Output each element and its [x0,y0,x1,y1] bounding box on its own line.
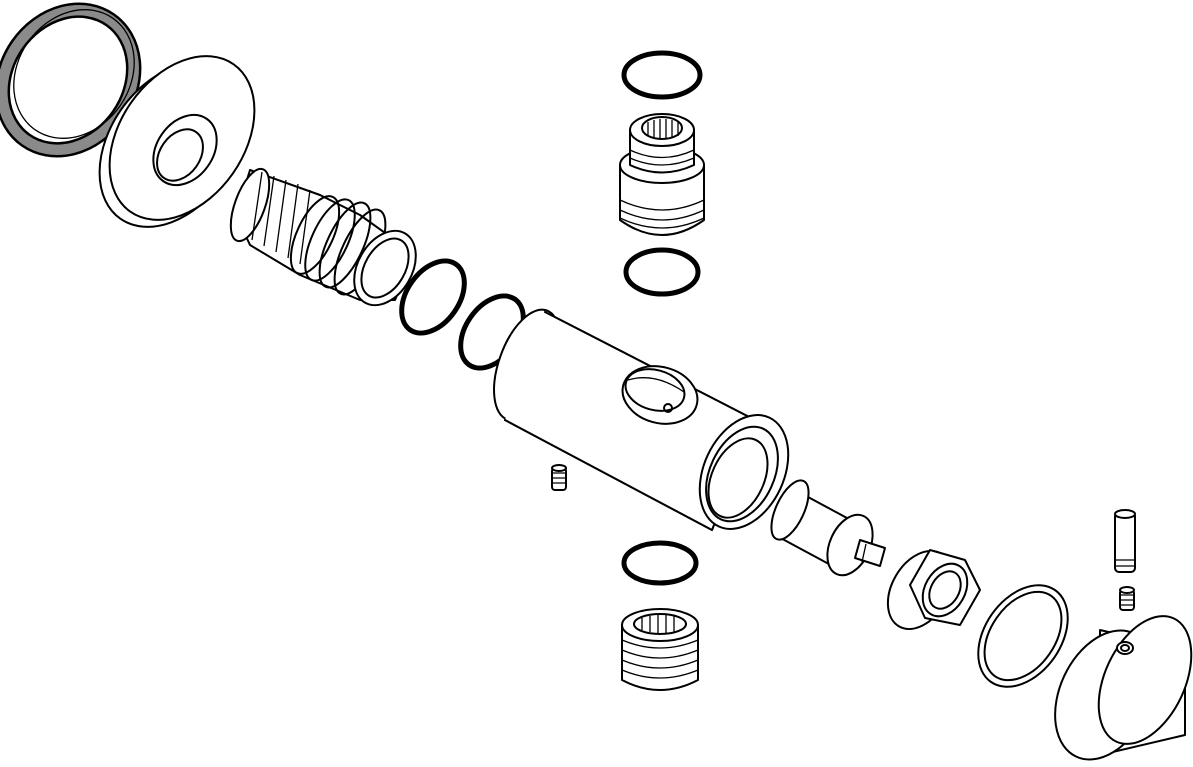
set-screw-left [551,464,567,491]
threaded-nipple [229,167,417,307]
o-ring-left-1 [399,258,467,336]
o-ring-bottom [621,540,699,586]
cover-ring [977,584,1069,688]
cover-plate [98,55,256,228]
knob-pin [1114,509,1136,573]
top-cartridge [619,113,705,236]
valve-body [493,308,790,531]
o-ring-top-upper [621,50,703,100]
hex-bushing [886,549,981,630]
control-knob [1054,615,1193,761]
gasket-ring [0,2,142,158]
valve-cartridge [770,479,886,577]
bottom-cartridge [621,608,699,691]
knob-set-screw [1119,586,1135,611]
o-ring-top-lower [623,247,701,297]
